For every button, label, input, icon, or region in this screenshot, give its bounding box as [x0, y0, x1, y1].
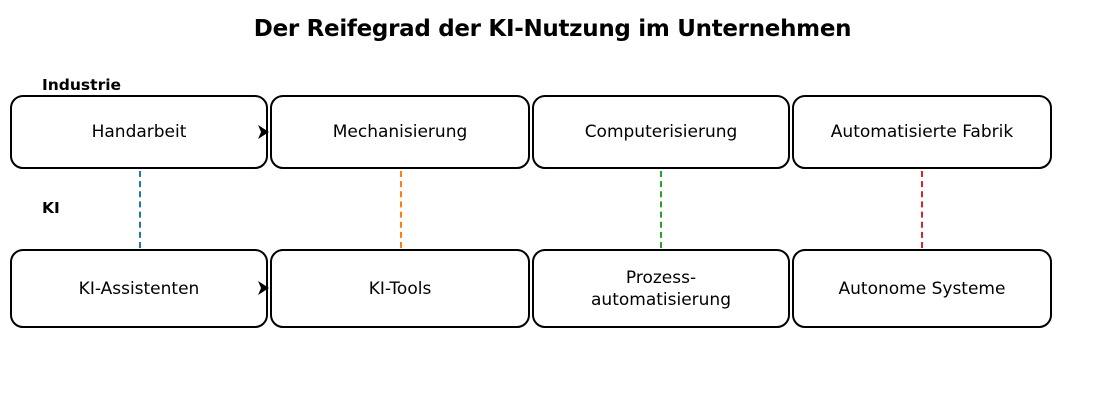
row-label-ki: KI — [42, 199, 60, 217]
box-label-autonome-systeme: Autonome Systeme — [838, 278, 1006, 299]
box-automatisierte-fabrik: Automatisierte Fabrik — [792, 95, 1052, 169]
box-label-computerisierung: Computerisierung — [584, 122, 738, 142]
connector-dashed-red — [921, 171, 923, 248]
box-prozessautomatisierung: Prozess- automatisierung — [532, 249, 790, 328]
box-label-ki-assistenten: KI-Assistenten — [78, 278, 200, 299]
box-label-prozessautomatisierung: Prozess- automatisierung — [591, 267, 731, 310]
box-ki-tools: KI-Tools — [270, 249, 530, 328]
arrow-right-icon — [258, 125, 269, 139]
box-autonome-systeme: Autonome Systeme — [792, 249, 1052, 328]
box-label-automatisierte-fabrik: Automatisierte Fabrik — [830, 122, 1014, 142]
box-handarbeit: Handarbeit — [10, 95, 268, 169]
arrow-right-icon — [258, 281, 269, 295]
connector-dashed-green — [660, 171, 662, 248]
box-computerisierung: Computerisierung — [532, 95, 790, 169]
connector-dashed-blue — [139, 171, 141, 248]
box-label-ki-tools: KI-Tools — [368, 278, 432, 299]
box-ki-assistenten: KI-Assistenten — [10, 249, 268, 328]
box-mechanisierung: Mechanisierung — [270, 95, 530, 169]
connector-dashed-orange — [400, 171, 402, 248]
box-label-mechanisierung: Mechanisierung — [332, 122, 468, 142]
box-label-handarbeit: Handarbeit — [91, 122, 187, 142]
diagram-title: Der Reifegrad der KI-Nutzung im Unterneh… — [253, 16, 852, 42]
row-label-industrie: Industrie — [42, 76, 122, 94]
